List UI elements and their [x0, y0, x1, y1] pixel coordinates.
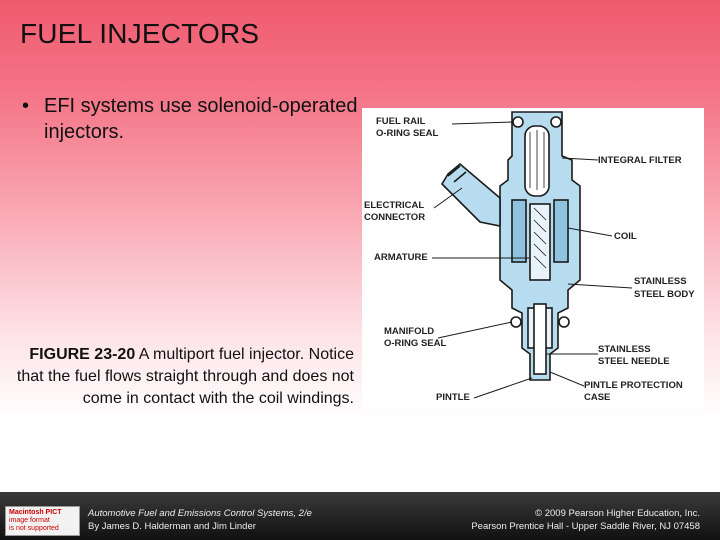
leader-lines [432, 121, 633, 399]
bullet-text: EFI systems use solenoid-operated inject… [44, 95, 358, 143]
footer-book-info: Automotive Fuel and Emissions Control Sy… [88, 507, 312, 533]
label-fuel-rail-2: O-RING SEAL [376, 128, 438, 139]
book-title: Automotive Fuel and Emissions Control Sy… [88, 508, 312, 519]
label-manifold: MANIFOLD [384, 326, 434, 337]
label-pintle-protection: PINTLE PROTECTION [584, 380, 683, 391]
publisher-text: Pearson Prentice Hall - Upper Saddle Riv… [471, 521, 700, 532]
label-integral-filter: INTEGRAL FILTER [598, 155, 682, 166]
label-fuel-rail: FUEL RAIL [376, 116, 426, 127]
label-manifold-2: O-RING SEAL [384, 338, 446, 349]
label-stainless-body-2: STEEL BODY [634, 289, 695, 300]
label-pintle-protection-2: CASE [584, 392, 610, 403]
label-needle-2: STEEL NEEDLE [598, 356, 670, 367]
figure-number: FIGURE 23-20 [29, 346, 136, 363]
slide-title: FUEL INJECTORS [20, 18, 260, 49]
injector-cutaway [440, 111, 581, 381]
logo-line-2: image format [9, 517, 50, 524]
footer-bar [0, 492, 720, 540]
label-stainless-body: STAINLESS [634, 276, 687, 287]
fuel-injector-figure: FUEL RAIL O-RING SEAL INTEGRAL FILTER EL… [362, 108, 704, 410]
label-armature: ARMATURE [374, 252, 428, 263]
logo-line-3: is not supported [9, 525, 59, 532]
label-pintle: PINTLE [436, 392, 470, 403]
footer-copyright: © 2009 Pearson Higher Education, Inc. Pe… [471, 507, 700, 533]
caption-text: A multiport fuel injector. Notice that t… [16, 346, 354, 407]
label-coil: COIL [614, 231, 637, 242]
publisher-logo-placeholder: Macintosh PICT image format is not suppo… [5, 506, 80, 536]
label-needle: STAINLESS [598, 344, 651, 355]
figure-caption: FIGURE 23-20 A multiport fuel injector. … [14, 344, 354, 410]
copyright-text: © 2009 Pearson Higher Education, Inc. [535, 508, 700, 519]
label-electrical-2: CONNECTOR [364, 212, 425, 223]
bullet-marker: • [22, 95, 30, 117]
fuel-injector-diagram: FUEL RAIL O-RING SEAL INTEGRAL FILTER EL… [364, 111, 695, 403]
book-authors: By James D. Halderman and Jim Linder [88, 521, 256, 532]
label-electrical: ELECTRICAL [364, 200, 424, 211]
logo-line-1: Macintosh PICT [9, 509, 62, 516]
